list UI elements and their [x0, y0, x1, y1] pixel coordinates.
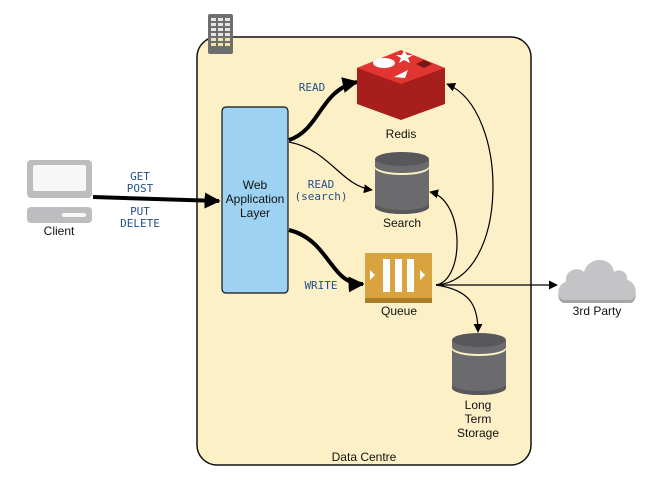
- edge-web-to-redis: [288, 77, 359, 142]
- edge-label-post: POST: [127, 182, 154, 195]
- edge-label-read-search-1: READ: [308, 178, 335, 191]
- edge-queue-to-redis: [435, 82, 494, 286]
- edge-queue-to-search: [429, 189, 458, 286]
- edge-label-delete: DELETE: [120, 217, 160, 230]
- desktop-computer-icon: [27, 160, 92, 223]
- edge-queue-to-storage: [435, 284, 483, 333]
- queue-node[interactable]: Queue: [365, 253, 432, 318]
- search-node[interactable]: Search: [375, 152, 429, 230]
- queue-icon: [365, 253, 432, 303]
- storage-node[interactable]: Long Term Storage: [452, 333, 506, 440]
- client-label: Client: [44, 224, 75, 238]
- edge-label-get: GET: [130, 170, 150, 183]
- database-cylinder-icon: [375, 152, 429, 214]
- search-label: Search: [383, 216, 421, 230]
- web-app-label-2: Application: [226, 192, 285, 206]
- edge-label-put: PUT: [130, 205, 150, 218]
- redis-label: Redis: [386, 127, 417, 141]
- client-node[interactable]: Client: [27, 160, 92, 238]
- database-cylinder-icon: [452, 333, 506, 395]
- storage-label-1: Long: [465, 398, 492, 412]
- storage-label-2: Term: [465, 412, 492, 426]
- web-app-label-3: Layer: [240, 206, 270, 220]
- edge-label-read: READ: [299, 81, 326, 94]
- edge-label-write: WRITE: [304, 279, 337, 292]
- data-centre-label: Data Centre: [332, 450, 397, 464]
- redis-node[interactable]: Redis: [357, 50, 445, 141]
- edge-web-to-queue: [288, 228, 365, 293]
- web-app-label-1: Web: [243, 178, 268, 192]
- edge-web-to-search: [288, 141, 373, 194]
- queue-label: Queue: [381, 304, 417, 318]
- redis-icon: [357, 50, 445, 120]
- third-party-node[interactable]: 3rd Party: [558, 260, 636, 318]
- web-application-node[interactable]: Web Application Layer: [221, 106, 289, 294]
- edge-client-to-web: [92, 192, 221, 209]
- edge-label-read-search-2: (search): [295, 190, 348, 203]
- third-party-label: 3rd Party: [573, 304, 622, 318]
- cloud-icon: [558, 260, 636, 303]
- storage-label-3: Storage: [457, 426, 499, 440]
- building-icon: [208, 14, 233, 54]
